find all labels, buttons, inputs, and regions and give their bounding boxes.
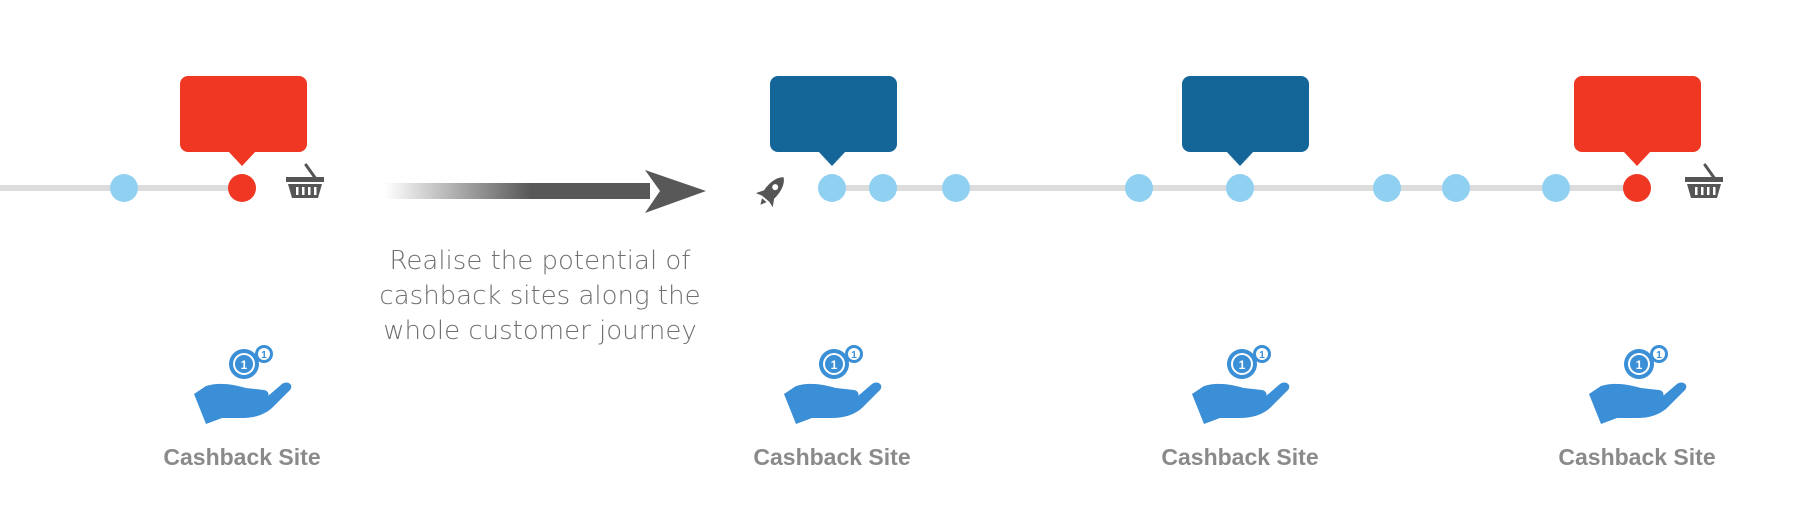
journey-caption: Realise the potential of cashback sites … [350,244,730,349]
cashback-site-label: Cashback Site [1558,444,1716,470]
journey-node-highlight [1623,174,1651,202]
rocket-icon [752,170,792,212]
cashback-hand-icon [194,345,292,424]
journey-node [1125,174,1153,202]
cashback-site-label: Cashback Site [1161,444,1319,470]
journey-node-highlight [228,174,256,202]
left-journey [0,76,326,424]
journey-node [818,174,846,202]
speech-callout-red [180,76,307,166]
caption-line: cashback sites along the [379,281,701,311]
speech-callout-blue [770,76,897,166]
basket-icon [1683,163,1725,200]
transition-arrow [385,170,706,213]
cashback-hand-icon [784,345,882,424]
cashback-hand-icon [1192,345,1290,424]
journey-node [942,174,970,202]
caption-line: Realise the potential of [389,246,691,276]
journey-node [1542,174,1570,202]
basket-icon [284,163,326,200]
right-journey [752,76,1725,424]
speech-callout-blue [1182,76,1309,166]
journey-node [1373,174,1401,202]
caption-line: whole customer journey [383,316,697,346]
speech-callout-red [1574,76,1701,166]
cashback-hand-icon [1589,345,1687,424]
cashback-site-label: Cashback Site [753,444,911,470]
journey-node [1442,174,1470,202]
journey-node [1226,174,1254,202]
journey-node [869,174,897,202]
journey-node [110,174,138,202]
cashback-site-label: Cashback Site [163,444,321,470]
